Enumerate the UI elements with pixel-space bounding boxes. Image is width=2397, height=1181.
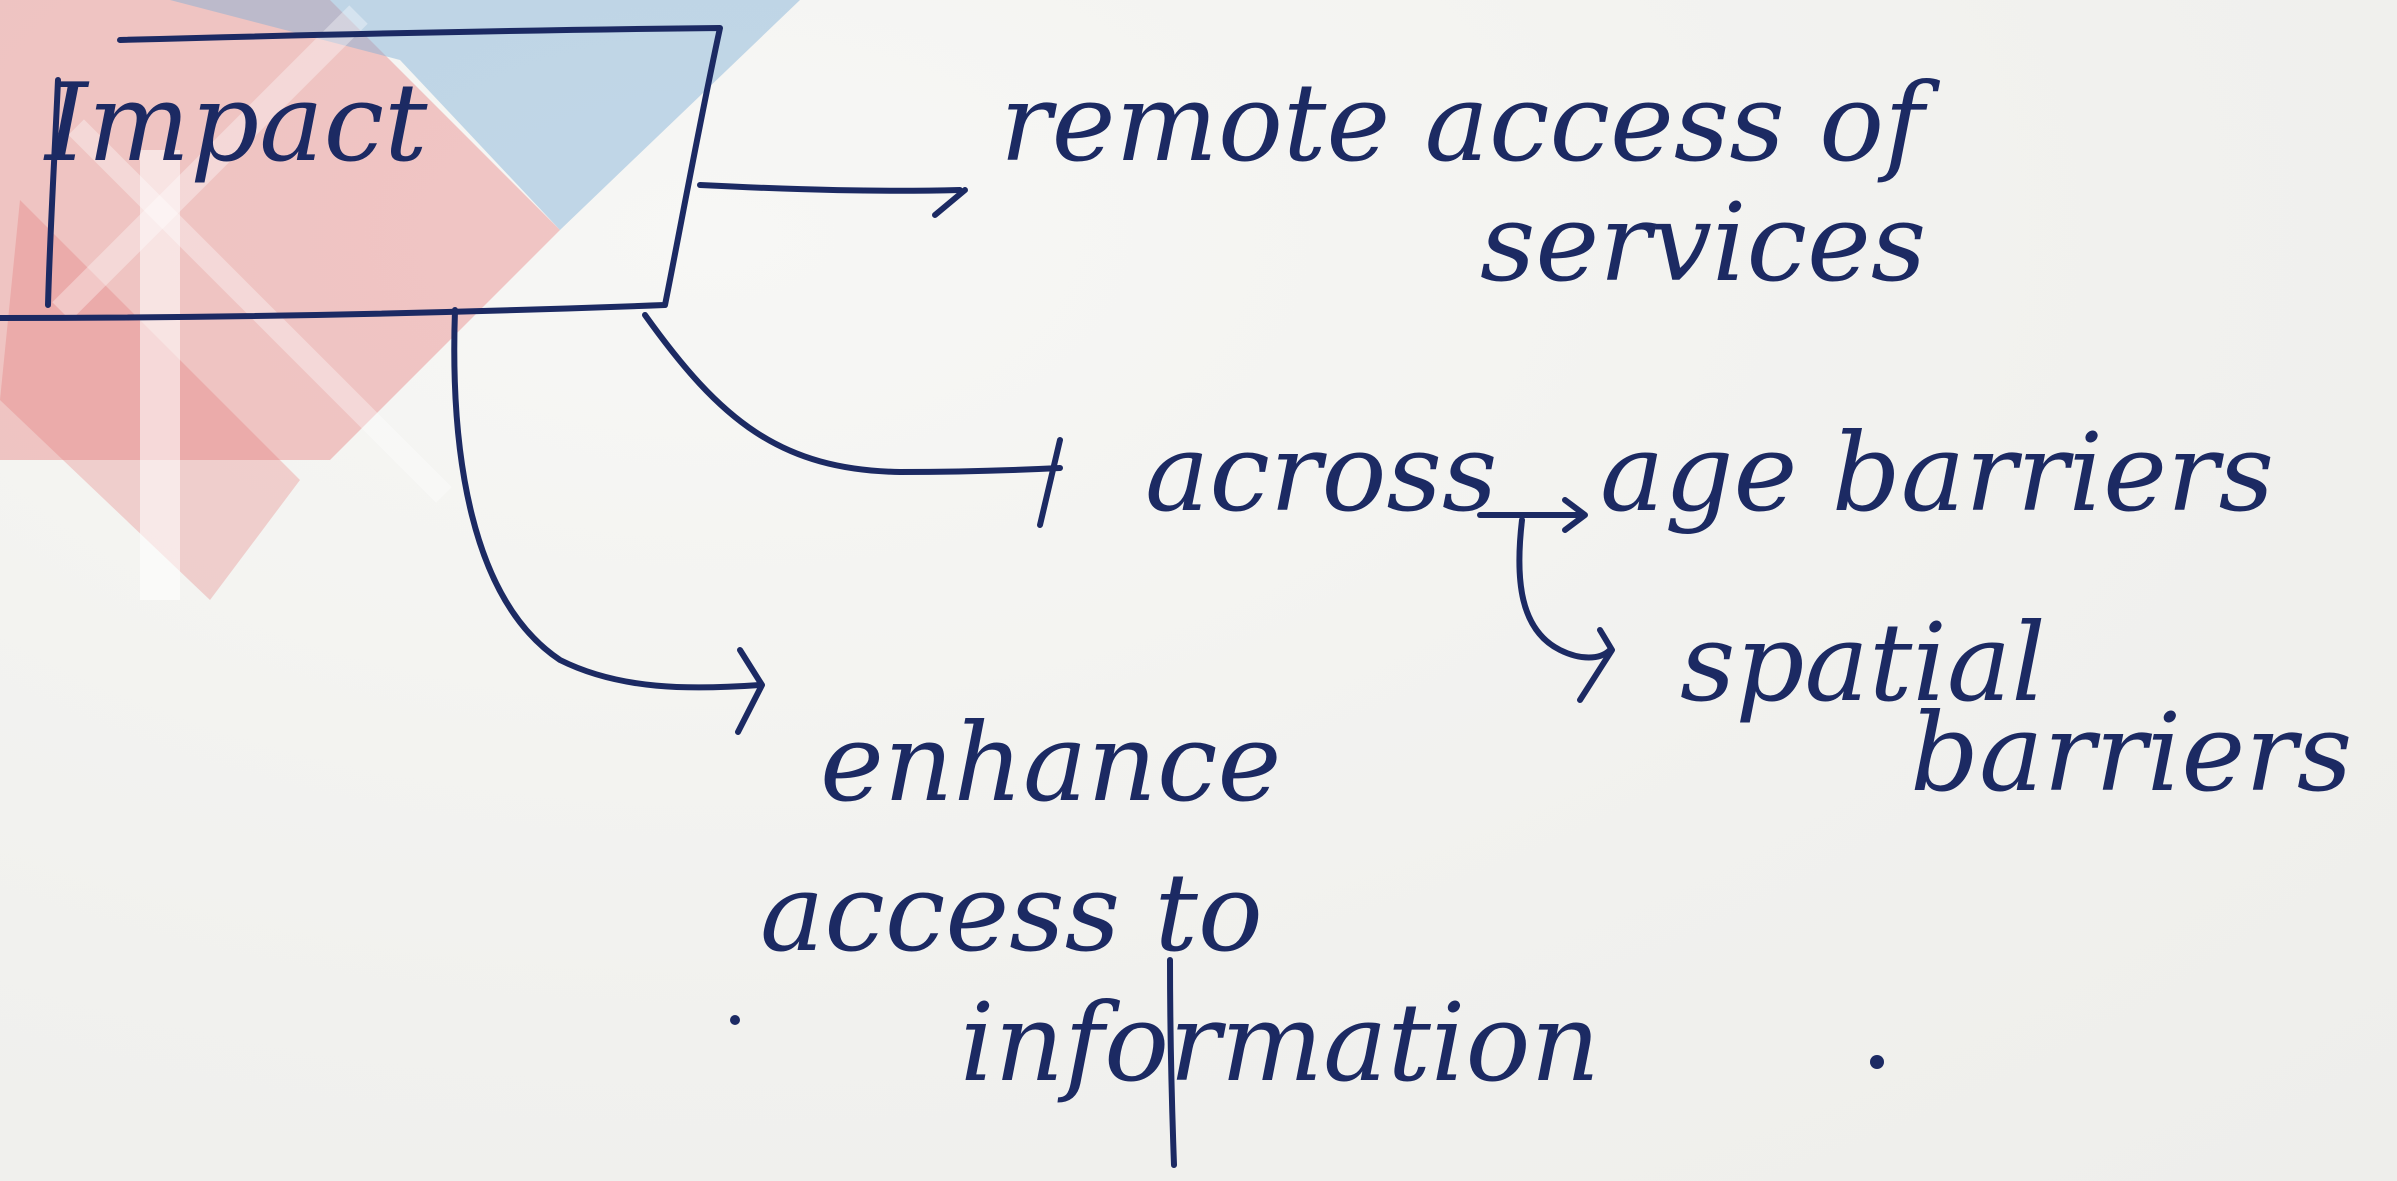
impact-box [0,25,723,321]
branch-spatial: spatial [1680,601,2046,726]
branch-across: across [1145,411,1498,536]
branch-age-barriers: age barriers [1600,411,2275,536]
branch-enhance: enhance [820,701,1282,826]
arrow-across [642,312,1063,475]
center-node-impact: Impact [45,61,428,186]
branch-remote-services: services [1480,181,1927,306]
arrow-enhance [451,307,763,691]
branch-spatial-barriers: barriers [1910,691,2353,816]
stray-dot [730,1015,740,1025]
branch-information: information [960,981,1601,1106]
branch-remote-access: remote access of [1000,61,1925,186]
branch-access-to: access to [760,851,1263,976]
watermark-logo [0,0,800,600]
arrow-remote [697,182,963,194]
arrow-spatial [1516,517,1613,661]
period-dot [1870,1055,1884,1069]
